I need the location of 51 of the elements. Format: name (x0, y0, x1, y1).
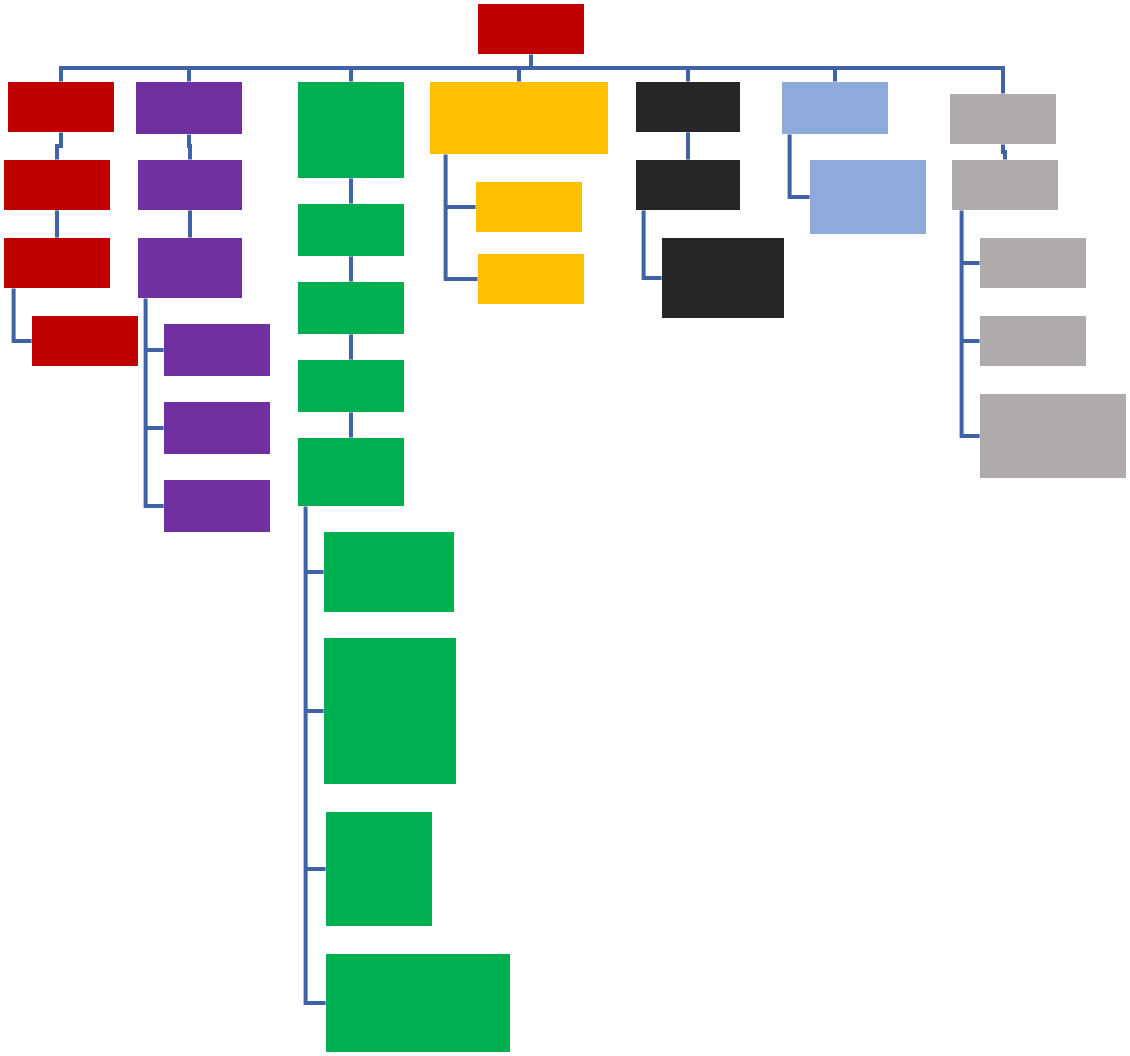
connector-line (349, 412, 353, 438)
chart-box (782, 82, 888, 134)
chart-box (430, 82, 608, 154)
chart-box (326, 812, 432, 926)
connector-line (59, 52, 1005, 96)
chart-box (136, 82, 242, 134)
chart-box (324, 532, 454, 612)
chart-box (164, 324, 270, 376)
chart-box (950, 94, 1056, 144)
chart-box (326, 954, 510, 1052)
chart-box (298, 360, 404, 412)
connector-line (1001, 144, 1007, 160)
connector-line (641, 210, 662, 280)
connector-line (787, 134, 810, 199)
chart-box (298, 282, 404, 334)
chart-box (138, 160, 242, 210)
connector-line (443, 152, 480, 281)
chart-box (324, 638, 456, 784)
connector-line (303, 504, 328, 1005)
connector-line (11, 288, 32, 343)
chart-box (662, 238, 784, 318)
connector-line (349, 334, 353, 360)
chart-box (4, 238, 110, 288)
chart-box (298, 438, 404, 506)
chart-box (298, 204, 404, 256)
chart-box (952, 160, 1058, 210)
chart-box (810, 160, 926, 234)
chart-box (32, 316, 138, 366)
connector-line (349, 256, 353, 282)
chart-box (478, 254, 584, 304)
chart-box (478, 4, 584, 54)
chart-box (298, 82, 404, 178)
connector-line (187, 134, 192, 160)
connector-line (55, 210, 59, 238)
connector-line (143, 296, 166, 508)
connector-line (188, 210, 192, 238)
chart-box (476, 182, 582, 232)
connector-line (349, 178, 353, 204)
chart-box (980, 316, 1086, 366)
connector-line (959, 208, 982, 438)
chart-box (4, 160, 110, 210)
chart-box (164, 402, 270, 454)
chart-box (980, 394, 1126, 478)
chart-box (636, 82, 740, 132)
connector-line (55, 132, 63, 160)
chart-box (8, 82, 114, 132)
chart-box (636, 160, 740, 210)
chart-box (980, 238, 1086, 288)
connector-line (686, 132, 690, 160)
chart-box (138, 238, 242, 298)
chart-box (164, 480, 270, 532)
